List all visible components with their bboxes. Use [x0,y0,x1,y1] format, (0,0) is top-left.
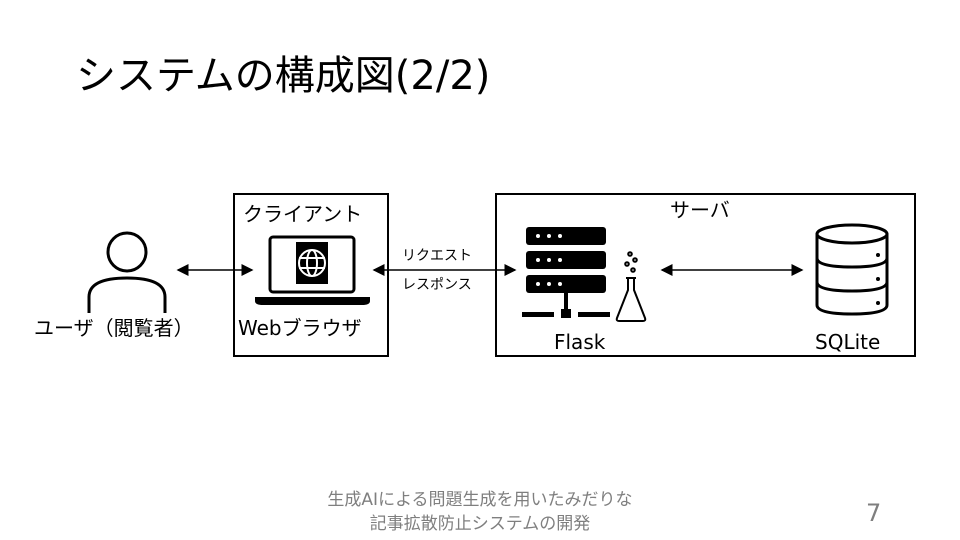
database-icon [815,223,889,316]
client-box-label: クライアント [243,202,363,226]
slide-title: システムの構成図(2/2) [76,53,491,99]
user-label: ユーザ（閲覧者） [34,316,194,340]
user-icon [87,231,167,313]
footer-title: 生成AIによる問題生成を用いたみだりな 記事拡散防止システムの開発 [260,488,700,536]
flask-label: Flask [554,330,606,354]
browser-label: Webブラウザ [238,316,362,340]
page-number: 7 [866,499,882,527]
footer-line-2: 記事拡散防止システムの開発 [369,514,591,534]
flask-beaker-icon [615,251,647,322]
server-rack-icon [522,227,610,318]
response-label: レスポンス [402,277,472,293]
server-box-label: サーバ [670,198,730,222]
footer-line-1: 生成AIによる問題生成を用いたみだりな [327,490,633,510]
laptop-globe-icon [255,235,370,305]
sqlite-label: SQLite [815,330,881,354]
request-label: リクエスト [402,248,472,264]
